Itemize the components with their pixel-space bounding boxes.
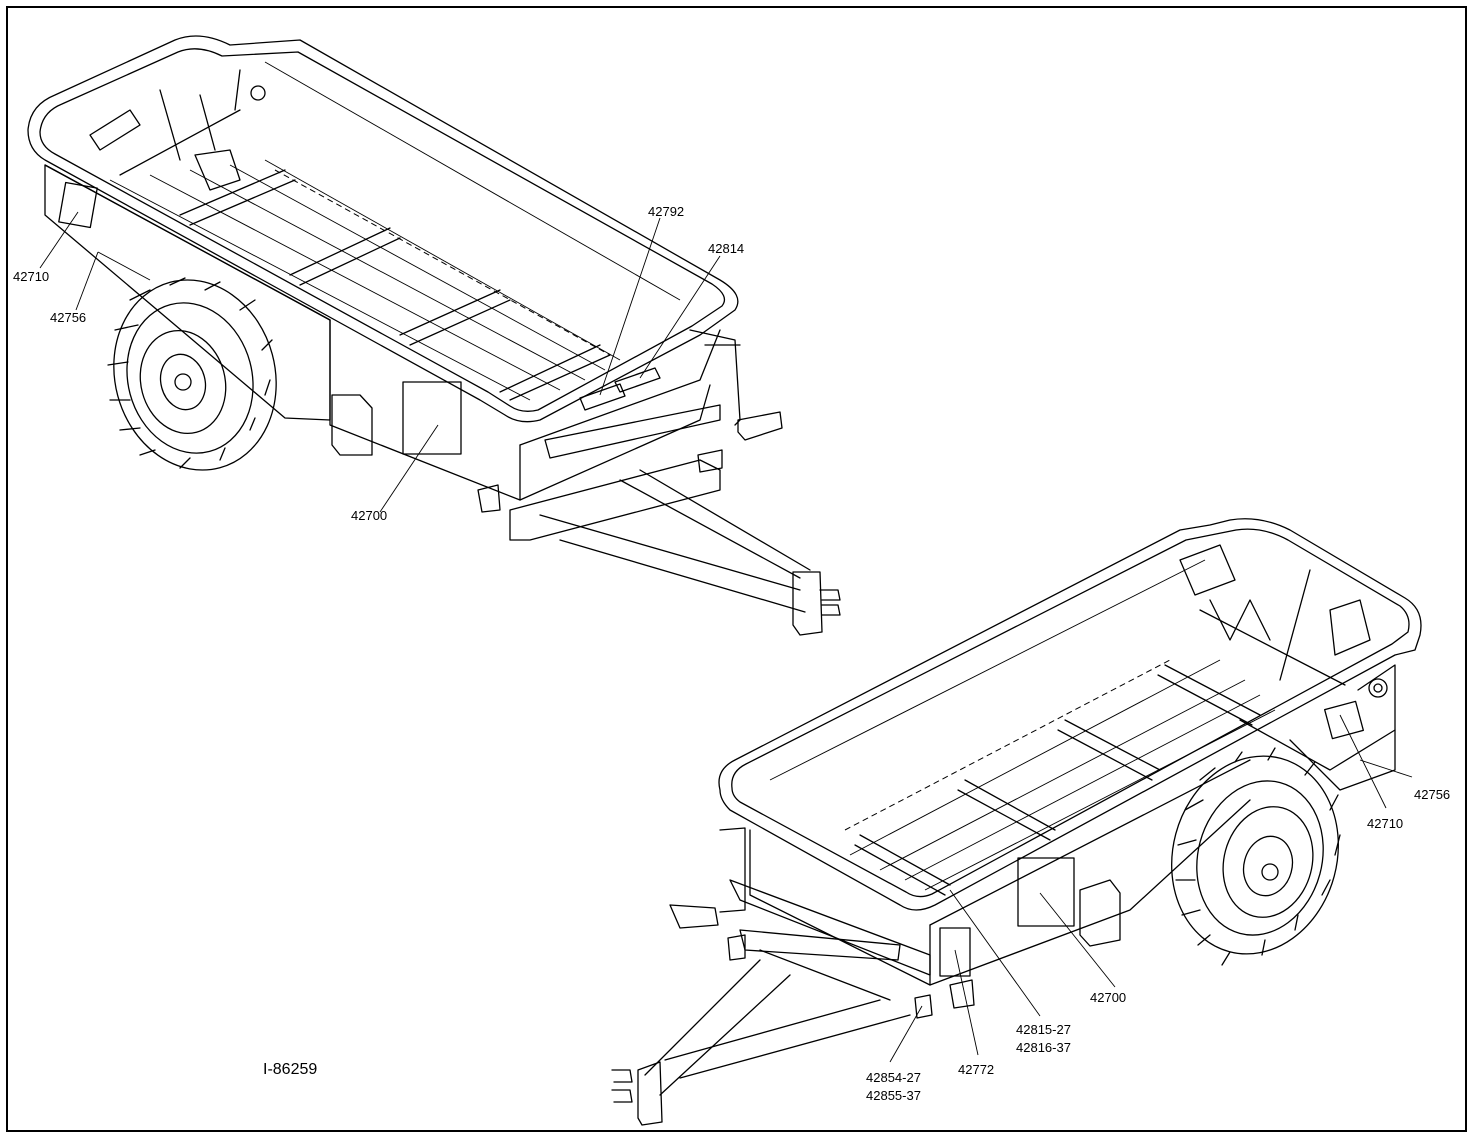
- label-42816-37-front: 42816-37: [1016, 1040, 1071, 1055]
- label-42855-37-front: 42855-37: [866, 1088, 921, 1103]
- drawing-border: [6, 6, 1467, 1132]
- label-42700-front: 42700: [1090, 990, 1126, 1005]
- label-42772-front: 42772: [958, 1062, 994, 1077]
- label-42854-27-front: 42854-27: [866, 1070, 921, 1085]
- label-42815-27-front: 42815-27: [1016, 1022, 1071, 1037]
- spreader-front-view: [611, 518, 1422, 1126]
- labels-front-view: 42756 42710 42700 42815-27 42816-37 4277…: [866, 787, 1450, 1103]
- label-42792-rear: 42792: [648, 204, 684, 219]
- leader-lines-front-view: [889, 714, 1413, 1063]
- label-42756-rear: 42756: [50, 310, 86, 325]
- label-42756-front: 42756: [1414, 787, 1450, 802]
- spreader-rear-view: [27, 35, 841, 636]
- label-42710-front: 42710: [1367, 816, 1403, 831]
- leader-lines-rear-view: [39, 211, 721, 513]
- labels-rear-view: 42710 42756 42792 42814 42700: [13, 204, 744, 523]
- label-42710-rear: 42710: [13, 269, 49, 284]
- label-42814-rear: 42814: [708, 241, 744, 256]
- label-42700-rear: 42700: [351, 508, 387, 523]
- drawing-reference-number: I-86259: [263, 1061, 317, 1078]
